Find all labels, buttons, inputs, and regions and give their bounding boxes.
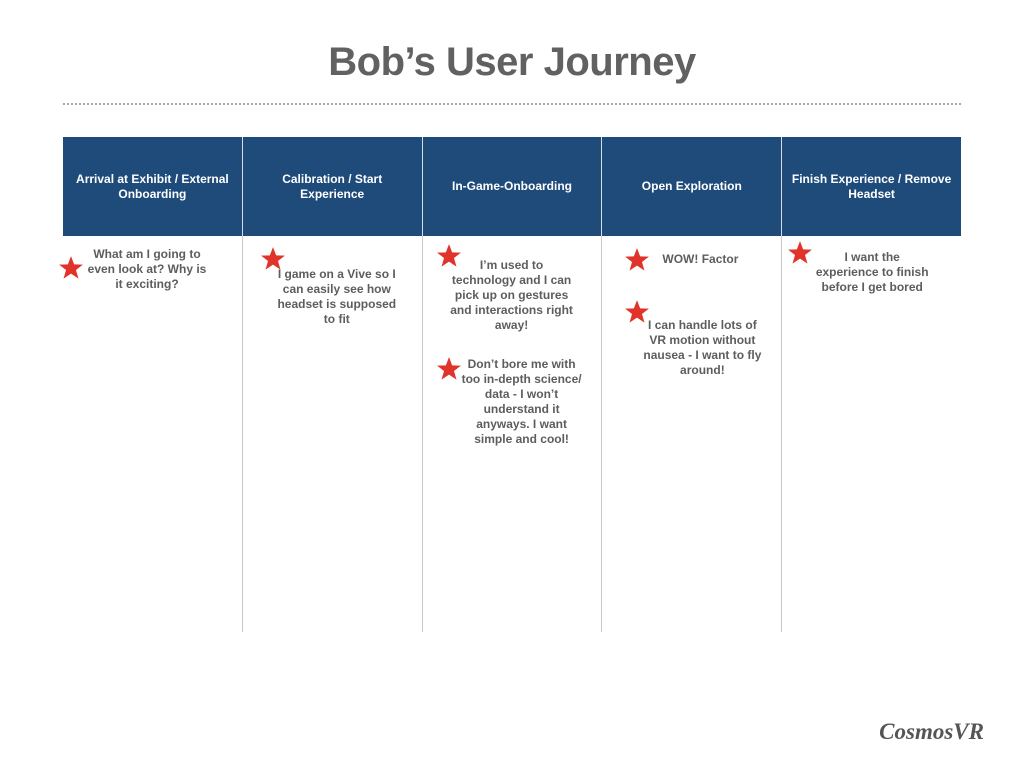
stage-header-arrival: Arrival at Exhibit / External Onboarding	[76, 171, 229, 201]
stage-header-exploration: Open Exploration	[601, 137, 781, 236]
star-icon	[436, 356, 462, 382]
journey-note: Don’t bore me with too in-depth science/…	[461, 357, 582, 446]
journey-note: I game on a Vive so I can easily see how…	[277, 267, 397, 326]
title-divider	[63, 103, 961, 105]
journey-note: I can handle lots of VR motion without n…	[643, 318, 762, 377]
stage-column-arrival: What am I going to even look at? Why is …	[59, 236, 242, 632]
stage-header-calibration: Calibration / Start Experience	[241, 137, 422, 236]
journey-note: WOW! Factor	[662, 252, 739, 266]
stage-header-finish: Finish Experience / Remove Headset	[781, 137, 961, 236]
cosmosvr-logo: CosmosVR	[879, 719, 984, 744]
star-icon	[787, 240, 813, 266]
stage-column-onboarding: I’m used to technology and I can pick up…	[421, 236, 602, 632]
star-icon	[624, 247, 650, 273]
journey-note: What am I going to even look at? Why is …	[87, 247, 207, 291]
stage-column-finish: I want the experience to finish before I…	[781, 236, 961, 632]
star-icon	[624, 299, 650, 325]
star-icon	[260, 246, 286, 272]
stage-column-exploration: WOW! Factor I can handle lots of VR moti…	[601, 236, 781, 632]
stage-column-calibration: I game on a Vive so I can easily see how…	[241, 236, 422, 632]
stage-header-row: Arrival at Exhibit / External Onboarding…	[63, 137, 961, 236]
stage-header-onboarding: In-Game-Onboarding	[421, 137, 602, 236]
star-icon	[436, 243, 462, 269]
journey-note: I want the experience to finish before I…	[815, 250, 929, 294]
journey-note: I’m used to technology and I can pick up…	[450, 258, 573, 332]
star-icon	[58, 255, 84, 281]
page-title: Bob’s User Journey	[328, 40, 696, 84]
journey-body: What am I going to even look at? Why is …	[59, 236, 961, 632]
